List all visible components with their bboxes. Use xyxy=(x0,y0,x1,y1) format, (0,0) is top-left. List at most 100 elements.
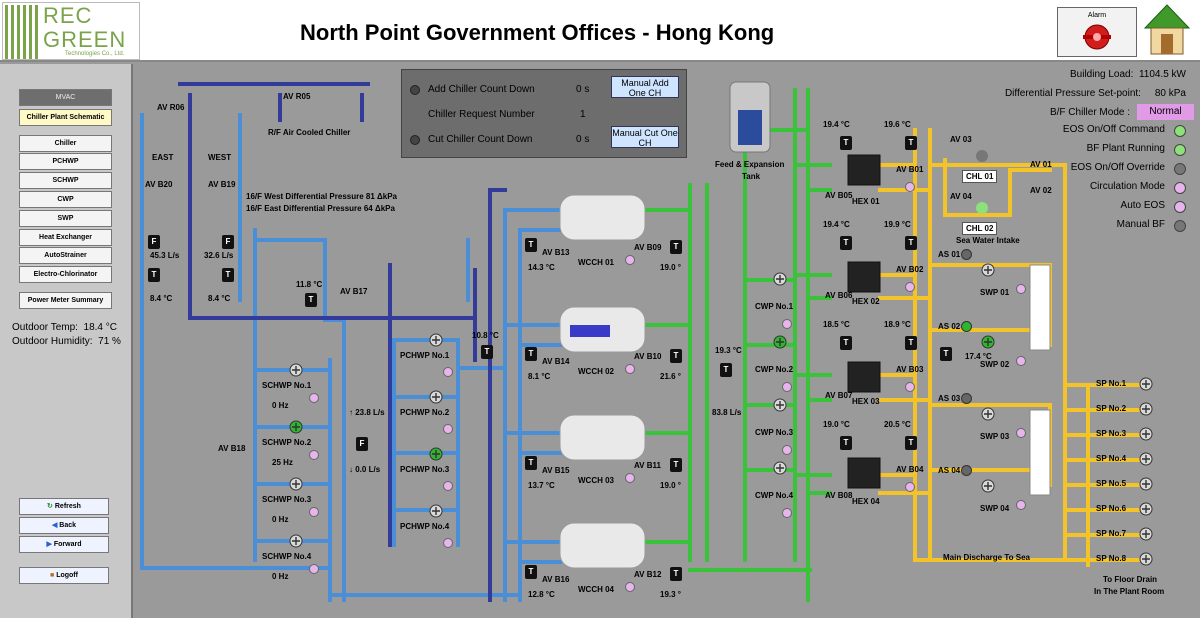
sidebar-item-electro-chlorinator[interactable]: Electro-Chlorinator xyxy=(19,266,112,283)
chiller-outlet-valve: AV B09 xyxy=(634,243,662,252)
hex-temp-2: 19.6 °C xyxy=(884,120,911,129)
sump-pump-icon[interactable] xyxy=(1138,402,1154,416)
cwp-pump-icon[interactable] xyxy=(772,335,788,349)
chiller-name[interactable]: WCCH 01 xyxy=(578,258,615,267)
logoff-icon: ■ xyxy=(50,572,55,579)
home-button[interactable] xyxy=(1142,2,1192,57)
sump-pump-icon[interactable] xyxy=(1138,427,1154,441)
autostrainer-status-indicator xyxy=(961,393,972,404)
status-indicator-label: Circulation Mode xyxy=(1089,181,1165,192)
hex-temp-2: 19.9 °C xyxy=(884,220,911,229)
av03-status-indicator xyxy=(976,150,988,162)
hex-temp-1: 18.5 °C xyxy=(823,320,850,329)
sidebar-item-chiller-plant-schematic[interactable]: Chiller Plant Schematic xyxy=(19,109,112,126)
autostrainer-label: AS 03 xyxy=(938,394,961,403)
valve-label-b19: AV B19 xyxy=(208,180,236,189)
swp-pump-icon[interactable] xyxy=(980,335,996,349)
dp-west-label: 16/F West Differential Pressure 81 ΔkPa xyxy=(246,192,398,201)
chiller-status-indicator xyxy=(625,582,635,592)
chiller-sequencing-panel: Add Chiller Count Down 0 s Chiller Reque… xyxy=(401,69,687,158)
outdoor-temp: Outdoor Temp: 18.4 °C xyxy=(12,322,117,333)
feed-tank-label: Feed & Expansion xyxy=(715,160,785,169)
hex-status-indicator xyxy=(905,282,915,292)
schwp-label: SCHWP No.1 xyxy=(262,381,312,390)
sump-pump-icon[interactable] xyxy=(1138,377,1154,391)
autostrainer-status-indicator xyxy=(961,249,972,260)
sump-pump-icon[interactable] xyxy=(1138,527,1154,541)
swp-pump-icon[interactable] xyxy=(980,479,996,493)
hex-name[interactable]: HEX 01 xyxy=(852,197,880,206)
valve-label-av02: AV 02 xyxy=(1030,186,1052,195)
sump-pump-icon[interactable] xyxy=(1138,452,1154,466)
pchwp-pump-icon[interactable] xyxy=(428,390,444,404)
manual-cut-button[interactable]: Manual Cut One CH xyxy=(611,126,679,148)
cwp-pump-icon[interactable] xyxy=(772,398,788,412)
swp-status-indicator xyxy=(1016,356,1026,366)
main-discharge-label: Main Discharge To Sea xyxy=(943,553,1030,562)
pchwp-pump-icon[interactable] xyxy=(428,333,444,347)
forward-button[interactable]: ▶ Forward xyxy=(19,536,109,553)
sea-water-intake-label: Sea Water Intake xyxy=(956,236,1020,245)
status-indicator-light xyxy=(1174,144,1186,156)
temp-sensor-icon: T xyxy=(305,293,317,307)
hex-valve-b: AV B04 xyxy=(896,465,924,474)
forward-arrow-icon: ▶ xyxy=(46,541,52,548)
sidebar-item-swp[interactable]: SWP xyxy=(19,210,112,227)
swp-temp: 17.4 °C xyxy=(965,352,992,361)
temp-sensor-icon: T xyxy=(905,236,917,250)
logoff-button[interactable]: ■ Logoff xyxy=(19,567,109,584)
hex-valve-b: AV B01 xyxy=(896,165,924,174)
feed-expansion-tank xyxy=(729,81,771,153)
sidebar-item-pchwp[interactable]: PCHWP xyxy=(19,153,112,170)
manual-add-button[interactable]: Manual Add One CH xyxy=(611,76,679,98)
chiller-outlet-temp: 21.6 ° xyxy=(660,372,681,381)
pchwp-pump-icon[interactable] xyxy=(428,447,444,461)
swp-pump-icon[interactable] xyxy=(980,407,996,421)
hex-valve-b: AV B02 xyxy=(896,265,924,274)
pchwp-label: PCHWP No.2 xyxy=(400,408,450,417)
sidebar-item-power-meter-summary[interactable]: Power Meter Summary xyxy=(19,292,112,309)
sump-pump-icon[interactable] xyxy=(1138,477,1154,491)
sump-pump-icon[interactable] xyxy=(1138,502,1154,516)
sump-pump-label: SP No.1 xyxy=(1096,379,1127,388)
schwp-pump-icon[interactable] xyxy=(288,477,304,491)
pchwp-status-indicator xyxy=(443,481,453,491)
cut-countdown-value: 0 s xyxy=(576,134,590,145)
schwp-pump-icon[interactable] xyxy=(288,420,304,434)
hex-name[interactable]: HEX 04 xyxy=(852,497,880,506)
status-indicator-light xyxy=(1174,220,1186,232)
hex-name[interactable]: HEX 02 xyxy=(852,297,880,306)
flow-meter-icon: F xyxy=(356,437,368,451)
swp-label: SWP 02 xyxy=(980,360,1010,369)
cwp-pump-icon[interactable] xyxy=(772,461,788,475)
back-button[interactable]: ◀ Back xyxy=(19,517,109,534)
cwp-pump-icon[interactable] xyxy=(772,272,788,286)
status-indicator-light xyxy=(1174,182,1186,194)
chiller-name[interactable]: WCCH 02 xyxy=(578,367,615,376)
chiller-mode-label: B/F Chiller Mode : xyxy=(1049,107,1130,118)
chiller-name[interactable]: WCCH 03 xyxy=(578,476,615,485)
chiller-outlet-temp: 19.0 ° xyxy=(660,481,681,490)
sidebar-item-cwp[interactable]: CWP xyxy=(19,191,112,208)
hex-name[interactable]: HEX 03 xyxy=(852,397,880,406)
chiller-name[interactable]: WCCH 04 xyxy=(578,585,615,594)
sidebar-item-chiller[interactable]: Chiller xyxy=(19,135,112,152)
refresh-button[interactable]: ↻ Refresh xyxy=(19,498,109,515)
sidebar-item-schwp[interactable]: SCHWP xyxy=(19,172,112,189)
hex-temp-2: 18.9 °C xyxy=(884,320,911,329)
sump-pump-icon[interactable] xyxy=(1138,552,1154,566)
swp-pump-icon[interactable] xyxy=(980,263,996,277)
schwp-pump-icon[interactable] xyxy=(288,534,304,548)
schwp-pump-icon[interactable] xyxy=(288,363,304,377)
schwp-status-indicator xyxy=(309,450,319,460)
status-indicator-label: EOS On/Off Command xyxy=(1062,124,1165,135)
temp-sensor-east-icon: T xyxy=(148,268,160,282)
cwp-status-indicator xyxy=(782,382,792,392)
sidebar-item-heat-exchanger[interactable]: Heat Exchanger xyxy=(19,229,112,246)
sidebar-item-autostrainer[interactable]: AutoStrainer xyxy=(19,247,112,264)
east-label: EAST xyxy=(152,153,174,162)
alarm-button[interactable]: Alarm xyxy=(1057,7,1137,57)
company-logo: REC GREEN Technologies Co., Ltd. xyxy=(2,2,140,60)
sump-pump-label: SP No.5 xyxy=(1096,479,1127,488)
pchwp-pump-icon[interactable] xyxy=(428,504,444,518)
